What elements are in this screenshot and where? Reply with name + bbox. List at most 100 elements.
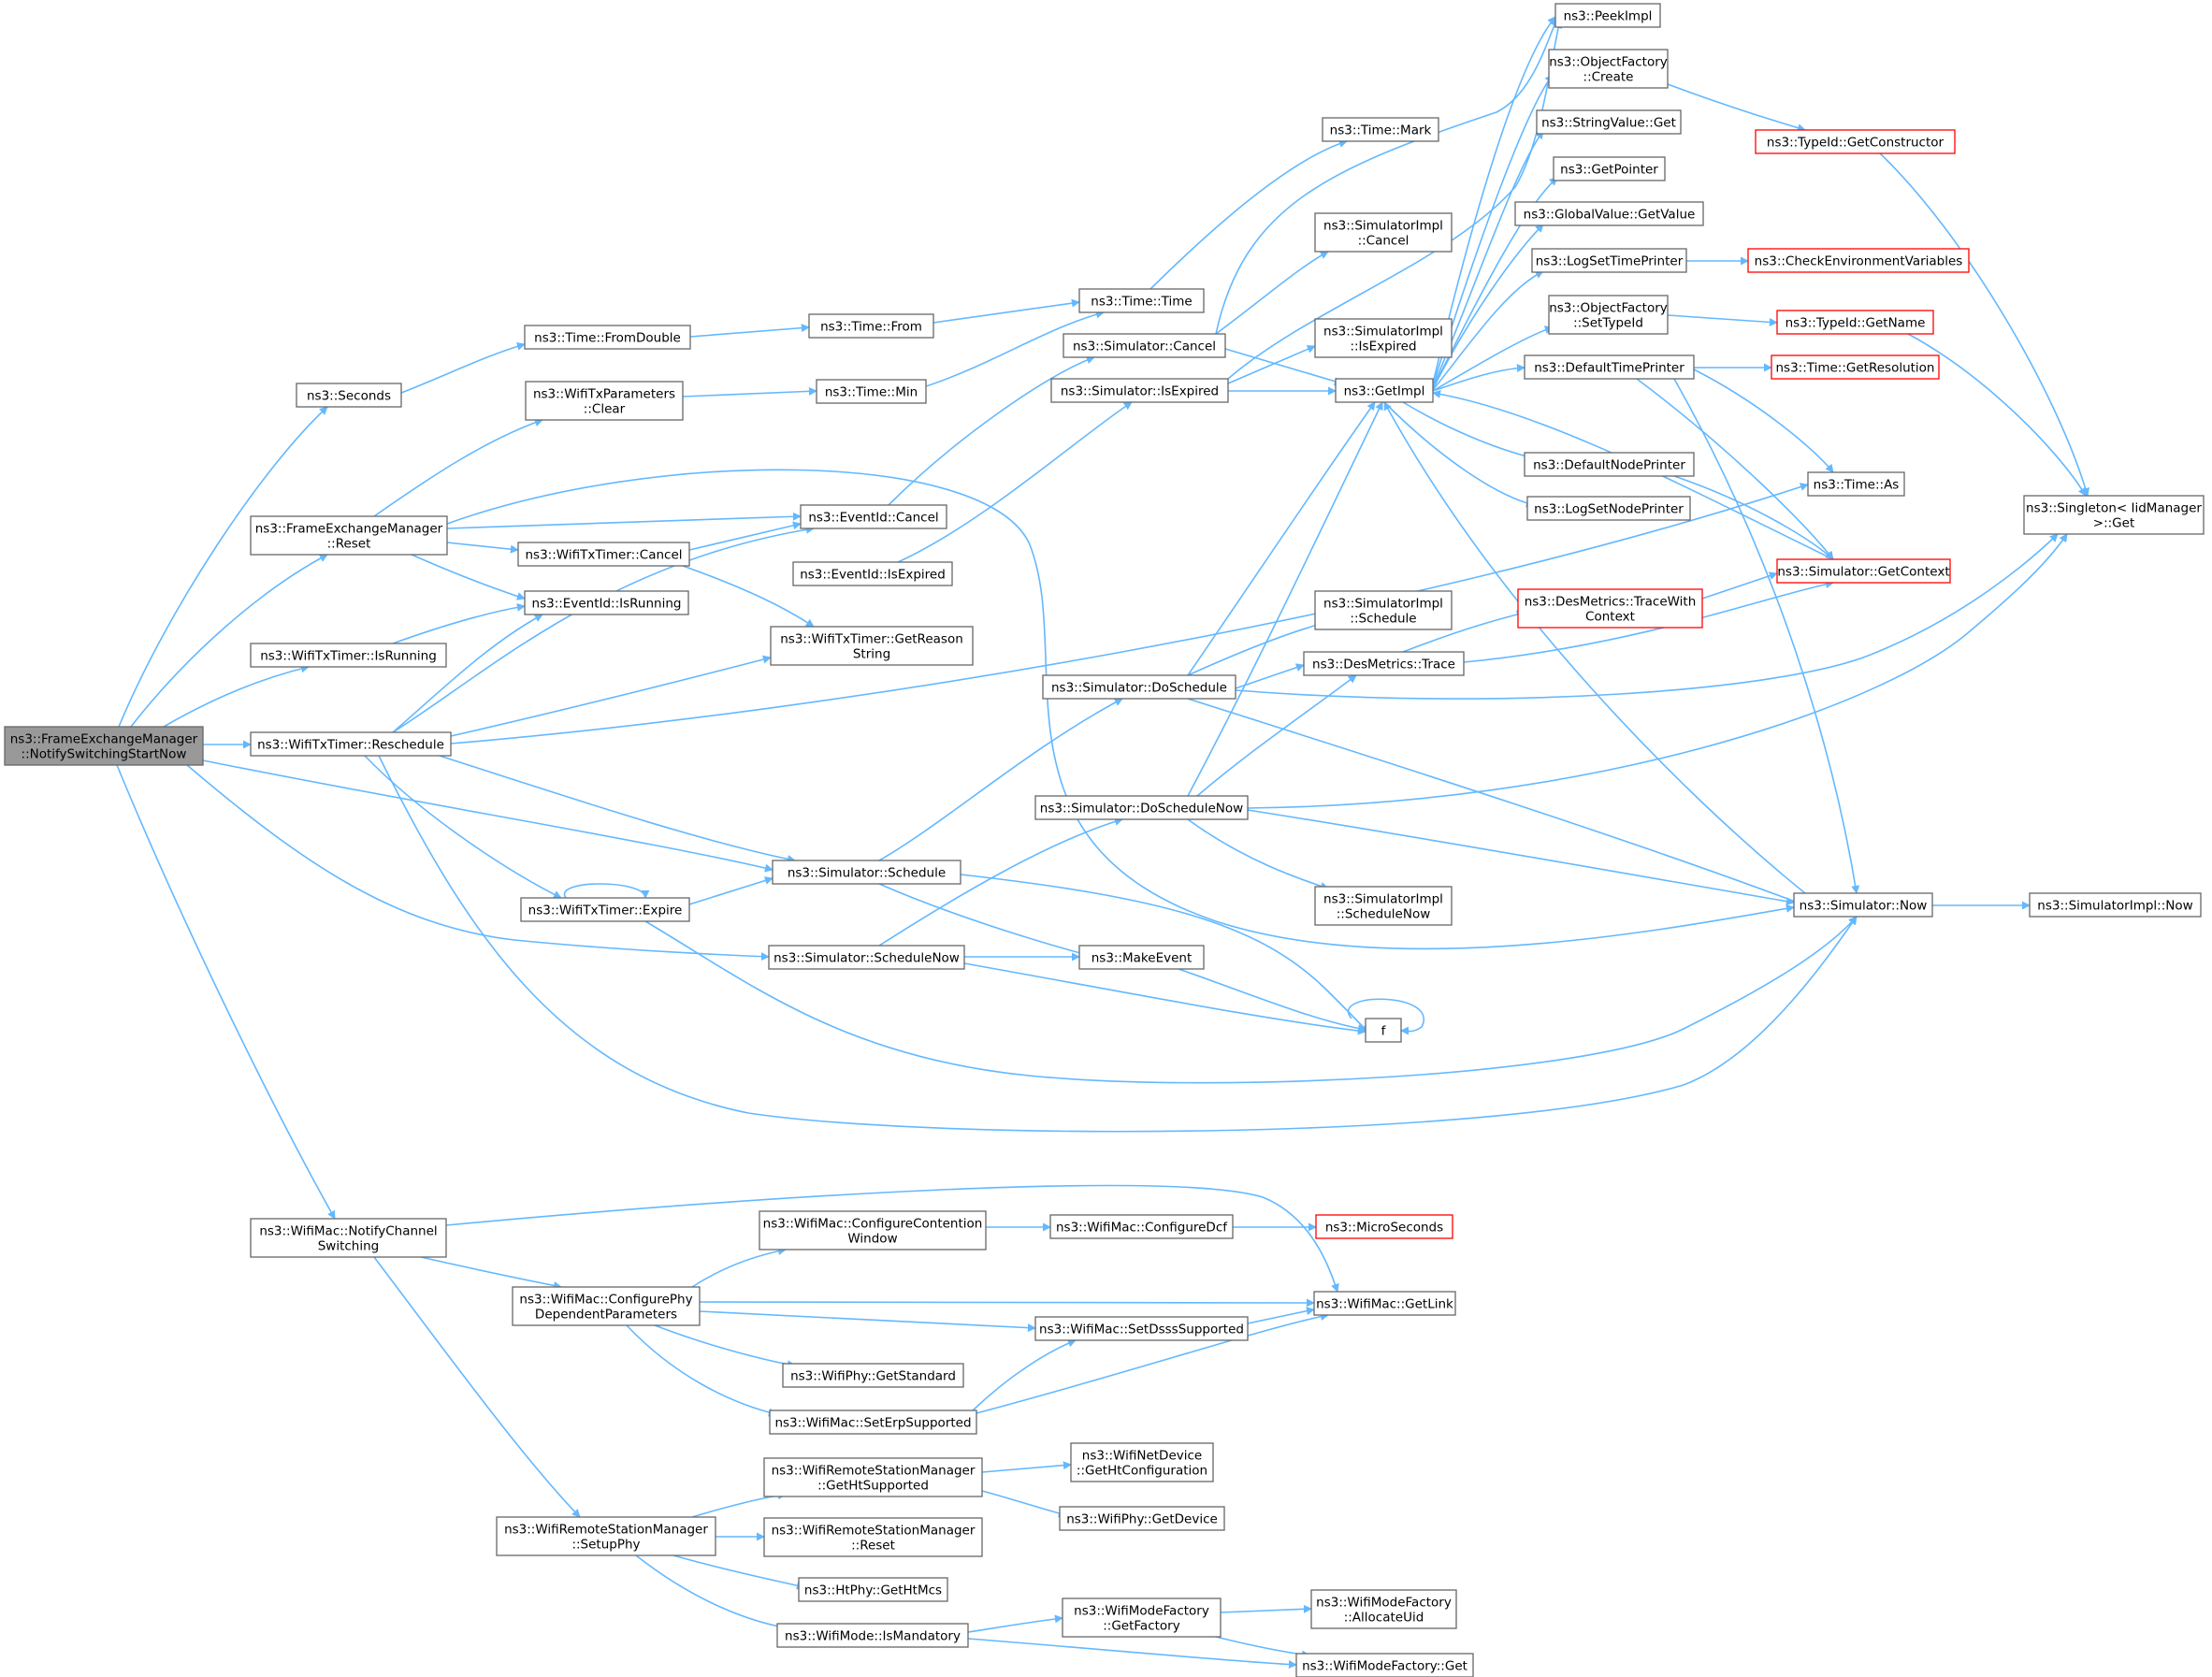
function-node-label: ns3::EventId::IsExpired: [800, 568, 946, 583]
function-node-wtt_reschedule[interactable]: ns3::WifiTxTimer::Reschedule: [250, 731, 452, 757]
function-node-f[interactable]: f: [1365, 1018, 1402, 1043]
function-node-wmode_ismandatory[interactable]: ns3::WifiMode::IsMandatory: [776, 1623, 969, 1648]
function-node-wrsm_gethtsupp[interactable]: ns3::WifiRemoteStationManager::GetHtSupp…: [763, 1457, 983, 1497]
function-node-htphy_gethtmcs[interactable]: ns3::HtPhy::GetHtMcs: [798, 1577, 948, 1602]
function-node-logsetnodeprinter[interactable]: ns3::LogSetNodePrinter: [1526, 496, 1691, 521]
function-node-wtt_isrunning[interactable]: ns3::WifiTxTimer::IsRunning: [250, 643, 447, 668]
function-node-label: ::IsExpired: [1350, 340, 1416, 354]
function-node-sim_getcontext[interactable]: ns3::Simulator::GetContext: [1776, 558, 1951, 584]
function-node-wphy_getdevice[interactable]: ns3::WifiPhy::GetDevice: [1059, 1506, 1225, 1531]
call-edge-wm_setdsss-to-wm_getlink: [1247, 1307, 1315, 1324]
function-node-sim_isexpired[interactable]: ns3::Simulator::IsExpired: [1050, 378, 1229, 403]
call-edge-of_settypeid-to-typeid_getname: [1667, 314, 1778, 326]
function-node-singleton_get[interactable]: ns3::Singleton< IidManager >::Get: [2023, 495, 2205, 535]
call-edge-wm_configphy-to-wm_seterp: [626, 1324, 777, 1417]
call-edge-defaulttimeprinter-to-sim_now: [1673, 378, 1860, 894]
function-node-eid_isrunning[interactable]: ns3::EventId::IsRunning: [524, 590, 689, 615]
function-node-wrsm_reset[interactable]: ns3::WifiRemoteStationManager::Reset: [763, 1517, 983, 1557]
function-node-label: ns3::WifiTxTimer::Reschedule: [257, 738, 444, 753]
function-node-getpointer[interactable]: ns3::GetPointer: [1553, 156, 1666, 181]
function-node-box: [770, 626, 974, 666]
function-node-wmf_getfactory[interactable]: ns3::WifiModeFactory::GetFactory: [1062, 1597, 1222, 1638]
function-node-simimpl_schedule[interactable]: ns3::SimulatorImpl::Schedule: [1314, 590, 1453, 630]
function-node-time_getres[interactable]: ns3::Time::GetResolution: [1771, 354, 1940, 380]
function-node-label: ns3::TypeId::GetName: [1786, 316, 1926, 331]
function-node-sim_now[interactable]: ns3::Simulator::Now: [1793, 892, 1933, 918]
call-edge-root-to-seconds: [118, 406, 328, 728]
function-node-label: ns3::PeekImpl: [1564, 9, 1653, 24]
function-node-label: ns3::WifiMac::ConfigurePhy: [519, 1293, 692, 1308]
function-node-microseconds[interactable]: ns3::MicroSeconds: [1315, 1214, 1453, 1239]
function-node-time_fromdouble[interactable]: ns3::Time::FromDouble: [524, 325, 691, 350]
function-node-label: ns3::WifiTxTimer::IsRunning: [260, 649, 437, 664]
function-node-time_min[interactable]: ns3::Time::Min: [816, 379, 927, 404]
function-node-sim_cancel[interactable]: ns3::Simulator::Cancel: [1063, 333, 1226, 358]
function-node-sv_get[interactable]: ns3::StringValue::Get: [1536, 109, 1682, 135]
function-node-wm_seterp[interactable]: ns3::WifiMac::SetErpSupported: [769, 1410, 977, 1435]
function-node-wrsm_setupphy[interactable]: ns3::WifiRemoteStationManager::SetupPhy: [496, 1516, 716, 1556]
function-node-label: f: [1381, 1024, 1387, 1039]
function-node-simimpl_cancel[interactable]: ns3::SimulatorImpl::Cancel: [1314, 212, 1453, 253]
function-node-label: ::SetTypeId: [1573, 316, 1643, 331]
function-node-desm_trace[interactable]: ns3::DesMetrics::Trace: [1303, 651, 1465, 676]
function-node-typeid_getctor[interactable]: ns3::TypeId::GetConstructor: [1755, 129, 1956, 154]
function-node-sim_doschedule[interactable]: ns3::Simulator::DoSchedule: [1042, 674, 1236, 700]
function-node-wmf_allocuid[interactable]: ns3::WifiModeFactory::AllocateUid: [1310, 1589, 1457, 1629]
function-node-gv_getvalue[interactable]: ns3::GlobalValue::GetValue: [1514, 201, 1704, 226]
function-node-typeid_getname[interactable]: ns3::TypeId::GetName: [1776, 310, 1934, 335]
call-edge-root-to-wtt_isrunning: [163, 664, 310, 728]
call-edge-sim_doschedulenow-to-sim_now: [1247, 809, 1795, 906]
function-node-wtp_clear[interactable]: ns3::WifiTxParameters::Clear: [525, 381, 684, 421]
function-node-wm_configphy[interactable]: ns3::WifiMac::ConfigurePhyDependentParam…: [512, 1286, 701, 1326]
function-node-box: [1313, 1291, 1456, 1316]
function-node-root[interactable]: ns3::FrameExchangeManager::NotifySwitchi…: [4, 726, 204, 766]
call-edge-sim_schedulenow-to-f: [963, 962, 1366, 1035]
function-node-label: DependentParameters: [535, 1308, 677, 1323]
function-node-peekimpl[interactable]: ns3::PeekImpl: [1554, 3, 1661, 28]
function-node-label: ns3::Singleton< IidManager: [2026, 501, 2202, 516]
function-node-time_as[interactable]: ns3::Time::As: [1807, 471, 1905, 497]
function-node-wm_configdcf[interactable]: ns3::WifiMac::ConfigureDcf: [1049, 1214, 1234, 1239]
call-edge-eid_cancel-to-sim_cancel: [888, 355, 1095, 506]
function-node-wtt_expire[interactable]: ns3::WifiTxTimer::Expire: [520, 897, 690, 922]
function-node-sim_schedule[interactable]: ns3::Simulator::Schedule: [772, 860, 961, 885]
function-node-fem_reset[interactable]: ns3::FrameExchangeManager::Reset: [250, 515, 448, 556]
function-node-logsettimeprinter[interactable]: ns3::LogSetTimePrinter: [1531, 248, 1687, 273]
function-node-label: ns3::Time::Mark: [1330, 123, 1432, 138]
function-node-defaulttimeprinter[interactable]: ns3::DefaultTimePrinter: [1524, 354, 1695, 380]
function-node-wm_getlink[interactable]: ns3::WifiMac::GetLink: [1313, 1291, 1456, 1316]
function-node-getimpl[interactable]: ns3::GetImpl: [1335, 378, 1434, 403]
call-edge-sim_now-to-getimpl: [1383, 401, 1806, 894]
function-node-box: [776, 1623, 969, 1648]
function-node-makeevent[interactable]: ns3::MakeEvent: [1078, 945, 1205, 970]
function-node-time_from[interactable]: ns3::Time::From: [808, 313, 934, 339]
function-node-simimpl_isexpired[interactable]: ns3::SimulatorImpl::IsExpired: [1314, 318, 1453, 358]
function-node-simimpl_now[interactable]: ns3::SimulatorImpl::Now: [2029, 892, 2202, 918]
function-node-checkenv[interactable]: ns3::CheckEnvironmentVariables: [1747, 248, 1970, 273]
function-node-wm_setdsss[interactable]: ns3::WifiMac::SetDsssSupported: [1034, 1316, 1249, 1341]
function-node-sim_schedulenow[interactable]: ns3::Simulator::ScheduleNow: [768, 945, 965, 970]
function-node-defaultnodeprinter[interactable]: ns3::DefaultNodePrinter: [1524, 452, 1695, 477]
call-edge-typeid_getctor-to-singleton_get: [1879, 152, 2090, 497]
function-node-of_settypeid[interactable]: ns3::ObjectFactory::SetTypeId: [1548, 295, 1669, 335]
function-node-of_create[interactable]: ns3::ObjectFactory::Create: [1548, 49, 1669, 89]
function-node-box: [1548, 49, 1669, 89]
function-node-eid_isexpired[interactable]: ns3::EventId::IsExpired: [792, 561, 953, 586]
function-node-simimpl_schedulenow[interactable]: ns3::SimulatorImpl::ScheduleNow: [1314, 886, 1453, 926]
function-node-wphy_getstandard[interactable]: ns3::WifiPhy::GetStandard: [782, 1363, 964, 1388]
function-node-wmf_get[interactable]: ns3::WifiModeFactory::Get: [1295, 1653, 1474, 1677]
function-node-box: [798, 1577, 948, 1602]
function-node-time_mark[interactable]: ns3::Time::Mark: [1322, 117, 1439, 142]
function-node-wtt_cancel[interactable]: ns3::WifiTxTimer::Cancel: [517, 542, 690, 567]
call-edge-wtt_expire-to-sim_now: [644, 916, 1858, 1084]
function-node-label: ns3::Simulator::Now: [1800, 899, 1928, 914]
function-node-eid_cancel[interactable]: ns3::EventId::Cancel: [800, 504, 947, 529]
function-node-wnd_gethtconf[interactable]: ns3::WifiNetDevice::GetHtConfiguration: [1070, 1442, 1214, 1482]
function-node-sim_doschedulenow[interactable]: ns3::Simulator::DoScheduleNow: [1034, 795, 1249, 820]
function-node-seconds[interactable]: ns3::Seconds: [296, 383, 402, 408]
function-node-time_time[interactable]: ns3::Time::Time: [1078, 288, 1205, 313]
